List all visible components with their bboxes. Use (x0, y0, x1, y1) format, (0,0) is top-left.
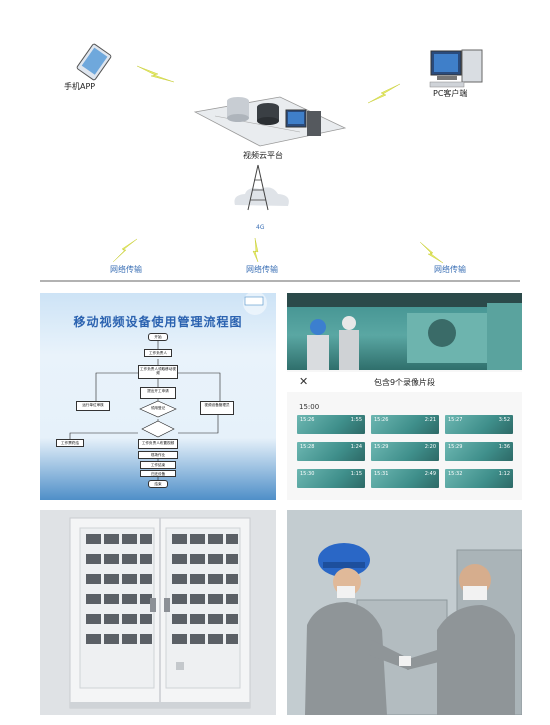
flow-node: 视频设备管理员 (200, 401, 234, 415)
clip-start: 15:26 (374, 417, 389, 423)
video-clip-thumbnail[interactable]: 15:32 1:12 (445, 469, 513, 488)
equipment-cabinet-photo (40, 510, 276, 715)
clip-start: 15:31 (374, 471, 389, 477)
pc-label: PC客户端 (433, 89, 468, 98)
video-clip-thumbnail[interactable]: 15:26 2:21 (371, 415, 439, 434)
clip-duration: 2:20 (424, 444, 436, 450)
network-diagram: 手机APP PC客户端 视频云平台 4G 网络传输 网络传输 网络传输 (0, 0, 550, 290)
tower-label: 4G (256, 224, 265, 231)
lightning-icon (112, 65, 444, 264)
transfer-label-right: 网络传输 (434, 265, 466, 274)
flowchart-decoration (69, 293, 267, 485)
clip-duration: 1:12 (498, 471, 510, 477)
transfer-label-left: 网络传输 (110, 265, 142, 274)
flow-node: 工作票终结 (56, 439, 84, 447)
flow-node: 工作负责人 (144, 349, 172, 357)
clip-duration: 3:52 (498, 417, 510, 423)
video-preview[interactable] (287, 293, 522, 370)
clip-duration: 2:21 (424, 417, 436, 423)
flow-node: 工作结束 (140, 461, 176, 469)
clip-start: 15:26 (300, 417, 315, 423)
cell-tower-icon (234, 164, 289, 211)
workers-graphics (287, 510, 522, 715)
flowchart-panel: 移动视频设备使用管理流程图 开始 工作负责人 工作负责人领取移动视频 提出开工申… (40, 293, 276, 500)
clip-start: 15:29 (448, 444, 463, 450)
flow-node: 工作负责人布置视频 (138, 439, 178, 449)
clip-start: 15:27 (448, 417, 463, 423)
clip-duration: 1:55 (350, 417, 362, 423)
flow-node: 运行单位审核 (76, 401, 110, 411)
clip-duration: 1:24 (350, 444, 362, 450)
flowchart-title: 移动视频设备使用管理流程图 (73, 315, 243, 329)
clip-duration: 1:15 (350, 471, 362, 477)
video-clip-thumbnail[interactable]: 15:28 1:24 (297, 442, 365, 461)
cloud-platform-icon (193, 96, 347, 147)
clip-list-title: 包含9个录像片段 (373, 378, 436, 387)
pc-icon (429, 49, 483, 88)
video-clip-thumbnail[interactable]: 15:31 2:49 (371, 469, 439, 488)
video-app-panel: ✕ 包含9个录像片段 15:00 15:26 1:55 15:26 2:21 15:… (287, 293, 522, 500)
workers-photo (287, 510, 522, 715)
clip-start: 15:30 (300, 471, 315, 477)
clip-start: 15:29 (374, 444, 389, 450)
flow-node: 领用登记 (150, 405, 166, 410)
clip-list-header: ✕ 包含9个录像片段 (287, 372, 522, 392)
flow-node: 归还设备 (140, 470, 176, 477)
video-clip-thumbnail[interactable]: 15:29 1:36 (445, 442, 513, 461)
phone-icon (76, 43, 112, 81)
video-clip-thumbnail[interactable]: 15:27 3:52 (445, 415, 513, 434)
clip-start: 15:32 (448, 471, 463, 477)
cabinet-graphics (40, 510, 276, 715)
clip-time-label: 15:00 (299, 403, 320, 411)
flow-node-end: 结束 (148, 480, 168, 488)
close-icon[interactable]: ✕ (299, 375, 309, 388)
clip-duration: 1:36 (498, 444, 510, 450)
video-clip-thumbnail[interactable]: 15:26 1:55 (297, 415, 365, 434)
flow-node-start: 开始 (148, 333, 168, 341)
flow-node: 现场作业 (138, 451, 178, 459)
clip-start: 15:28 (300, 444, 315, 450)
phone-label: 手机APP (64, 82, 96, 91)
network-diagram-graphics (40, 43, 520, 282)
cloud-label: 视频云平台 (243, 151, 283, 160)
transfer-label-center: 网络传输 (246, 265, 278, 274)
clip-duration: 2:49 (424, 471, 436, 477)
flow-node: 提出开工申请 (140, 387, 176, 399)
flow-node: 工作负责人领取移动视频 (138, 365, 178, 379)
video-preview-graphics (287, 293, 522, 370)
video-clip-thumbnail[interactable]: 15:30 1:15 (297, 469, 365, 488)
video-clip-thumbnail[interactable]: 15:29 2:20 (371, 442, 439, 461)
